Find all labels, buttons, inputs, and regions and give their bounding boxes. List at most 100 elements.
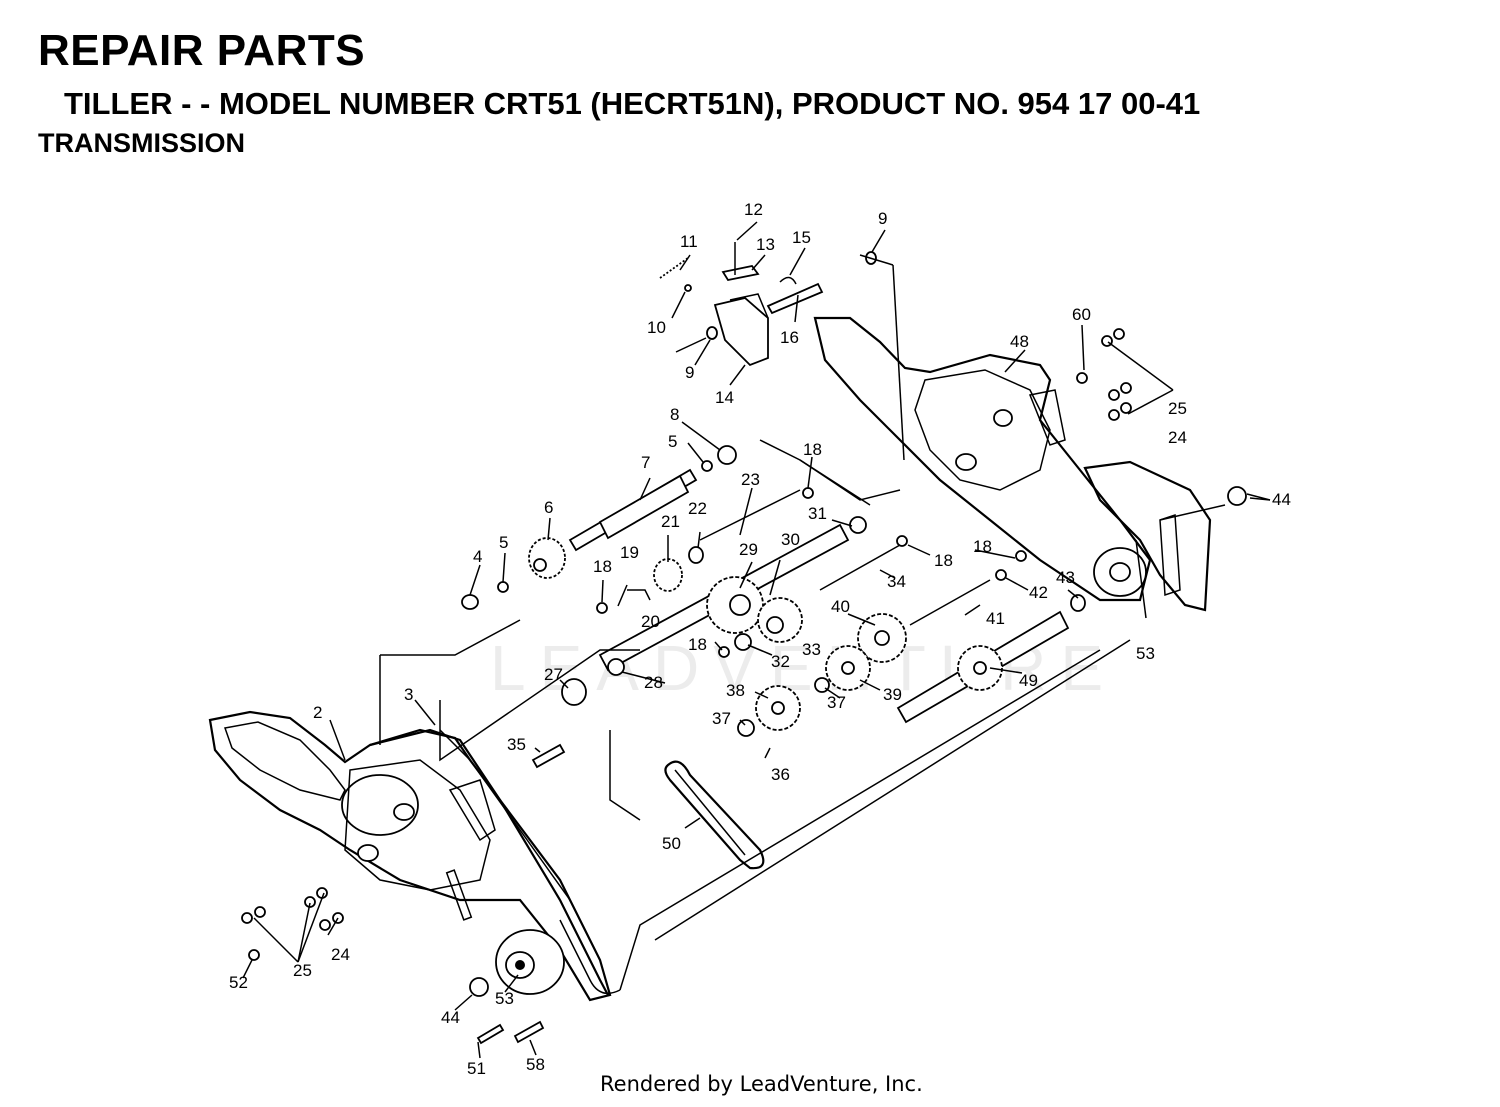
callout-37-left: 37 — [712, 709, 731, 728]
callout-34: 34 — [887, 572, 906, 591]
reference-lines — [253, 254, 1271, 963]
callout-51: 51 — [467, 1059, 486, 1078]
callout-7: 7 — [641, 453, 650, 472]
callout-16: 16 — [780, 328, 799, 347]
callout-2: 2 — [313, 703, 322, 722]
sprocket-39 — [825, 645, 871, 691]
callout-18-top: 18 — [803, 440, 822, 459]
callout-5-top: 5 — [668, 432, 677, 451]
callout-23: 23 — [741, 470, 760, 489]
callout-35: 35 — [507, 735, 526, 754]
callout-27: 27 — [544, 665, 563, 684]
callout-10: 10 — [647, 318, 666, 337]
callout-13: 13 — [756, 235, 775, 254]
callout-4: 4 — [473, 547, 482, 566]
bearing-28 — [607, 658, 625, 676]
sprocket-49 — [957, 645, 1003, 691]
callout-53-right: 53 — [1136, 644, 1155, 663]
callout-48: 48 — [1010, 332, 1029, 351]
washer-5a — [497, 581, 509, 593]
section-title: TRANSMISSION — [38, 128, 246, 158]
washer-18-top — [802, 487, 814, 499]
callout-15: 15 — [792, 228, 811, 247]
callout-9-top: 9 — [878, 209, 887, 228]
callout-19: 19 — [620, 543, 639, 562]
callout-24-left: 24 — [331, 945, 350, 964]
callout-14: 14 — [715, 388, 734, 407]
callout-25-left: 25 — [293, 961, 312, 980]
right-housing-part — [813, 316, 1152, 602]
washer-18-mid — [896, 535, 908, 547]
washer-18-left — [596, 602, 608, 614]
washer-5b — [701, 460, 713, 472]
callout-18-low: 18 — [688, 635, 707, 654]
shaft-7 — [568, 468, 698, 552]
bolt-35 — [531, 743, 566, 769]
callout-38: 38 — [726, 681, 745, 700]
callout-9-left: 9 — [685, 363, 694, 382]
bushing-31 — [849, 516, 867, 534]
leader-lines — [242, 221, 1271, 1059]
callout-11: 11 — [680, 232, 698, 251]
gear-6 — [528, 537, 566, 579]
sprocket-33 — [757, 597, 803, 643]
callout-8: 8 — [670, 405, 679, 424]
callout-31: 31 — [808, 504, 827, 523]
bearing-8 — [717, 445, 737, 465]
callout-36: 36 — [771, 765, 790, 784]
shaft-41 — [909, 579, 991, 626]
callout-41: 41 — [986, 609, 1005, 628]
part-callouts: 2 3 4 5 5 6 7 8 9 9 10 11 12 13 14 15 16… — [229, 200, 1291, 1078]
left-housing-part — [208, 710, 612, 1002]
bearing-44-right — [1227, 486, 1247, 506]
callout-52: 52 — [229, 973, 248, 992]
sprocket-29 — [706, 576, 764, 634]
callout-32: 32 — [771, 652, 790, 671]
callout-18-left: 18 — [593, 557, 612, 576]
callout-18-right: 18 — [973, 537, 992, 556]
callout-12: 12 — [744, 200, 763, 219]
callout-6: 6 — [544, 498, 553, 517]
sprocket-38 — [755, 685, 801, 731]
left-hardware — [241, 887, 545, 1045]
callout-58: 58 — [526, 1055, 545, 1074]
callout-50: 50 — [662, 834, 681, 853]
bearing-32 — [734, 633, 752, 651]
right-hardware — [1076, 328, 1132, 421]
bearing-44-left — [469, 977, 489, 997]
callout-42: 42 — [1029, 583, 1048, 602]
callout-60: 60 — [1072, 305, 1091, 324]
sprocket-40 — [857, 613, 907, 663]
callout-33: 33 — [802, 640, 821, 659]
washer-18-right — [1015, 550, 1027, 562]
gear-21 — [653, 558, 683, 592]
callout-39: 39 — [883, 685, 902, 704]
callout-30: 30 — [781, 530, 800, 549]
callout-43: 43 — [1056, 568, 1075, 587]
drive-belt-part — [664, 760, 765, 870]
callout-25-right: 25 — [1168, 399, 1187, 418]
washer-42 — [995, 569, 1007, 581]
right-cover-part — [1083, 460, 1212, 612]
callout-28: 28 — [644, 673, 663, 692]
callout-5-left: 5 — [499, 533, 508, 552]
callout-22: 22 — [688, 499, 707, 518]
callout-20: 20 — [641, 612, 660, 631]
callout-49: 49 — [1019, 671, 1038, 690]
callout-40: 40 — [831, 597, 850, 616]
bushing-27 — [561, 678, 587, 706]
callout-18-mid: 18 — [934, 551, 953, 570]
shaft-23 — [699, 489, 801, 541]
callout-37-right: 37 — [827, 693, 846, 712]
callout-24-right: 24 — [1168, 428, 1187, 447]
shaft-34 — [819, 544, 901, 591]
page-subtitle: TILLER - - MODEL NUMBER CRT51 (HECRT51N)… — [64, 86, 1201, 121]
footer-credit: Rendered by LeadVenture, Inc. — [600, 1072, 923, 1096]
callout-53-left: 53 — [495, 989, 514, 1008]
callout-3: 3 — [404, 685, 413, 704]
bearing-4 — [461, 594, 479, 610]
shift-assembly — [659, 242, 877, 367]
callout-44-right: 44 — [1272, 490, 1291, 509]
bearing-37-left — [737, 719, 755, 737]
